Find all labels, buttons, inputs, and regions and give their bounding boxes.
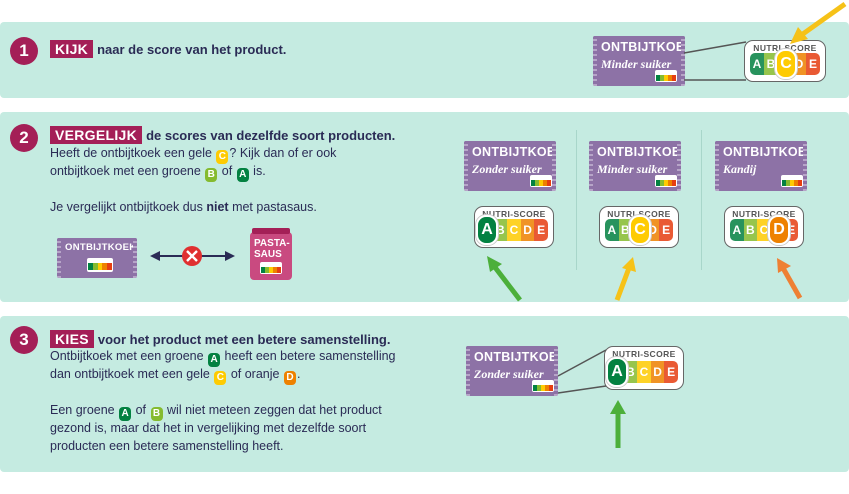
step-3-line-3: Een groene A of B wil niet meteen zeggen… xyxy=(50,403,382,421)
mini-nutriscore xyxy=(655,70,677,82)
step-2-keyword: VERGELIJK xyxy=(50,126,143,144)
step-2-line-1: Heeft de ontbijtkoek een gele C? Kijk da… xyxy=(50,146,337,164)
grade-c-chip: C xyxy=(216,150,229,164)
pasta-sauce-label: PASTA-SAUS xyxy=(254,238,290,260)
step-1-number: 1 xyxy=(10,37,38,65)
step-2-number: 2 xyxy=(10,124,38,152)
package-subtitle: Zonder suiker xyxy=(474,367,544,381)
package-title: ONTBIJTKOEK xyxy=(601,40,685,54)
package-title: ONTBIJTKOEK xyxy=(723,145,807,159)
nutriscore-label: NUTRI-SCORE xyxy=(732,209,796,219)
nutriscore-label: NUTRI-SCORE xyxy=(612,349,676,359)
mini-nutriscore xyxy=(655,175,677,187)
step-1-nutriscore: NUTRI-SCORE A B D E C xyxy=(744,40,826,82)
package-subtitle: Zonder suiker xyxy=(472,162,542,176)
mini-nutriscore xyxy=(532,380,554,392)
step-3-keyword: KIES xyxy=(50,330,94,348)
step-2-line-2: ontbijtkoek met een groene B of A is. xyxy=(50,164,266,182)
step-3-panel xyxy=(0,316,849,472)
highlighted-grade: A xyxy=(476,215,498,245)
highlighted-grade: C xyxy=(775,49,797,79)
nutriscore-label: NUTRI-SCORE xyxy=(607,209,671,219)
nutriscore-label: NUTRI-SCORE xyxy=(753,43,817,53)
nutriscore-bar: A B D E xyxy=(750,53,820,75)
grade-e: E xyxy=(806,53,820,75)
highlighted-grade: C xyxy=(629,215,651,245)
step-1-text: naar de score van het product. xyxy=(97,42,287,57)
package-subtitle: Kandij xyxy=(723,162,757,176)
step-3-line-2: dan ontbijtkoek met een gele C of oranje… xyxy=(50,367,301,385)
mini-nutriscore xyxy=(781,175,803,187)
grade-a: A xyxy=(750,53,764,75)
step-3-line-5: producten een betere samenstelling heeft… xyxy=(50,439,284,453)
column-divider xyxy=(576,130,577,270)
step-3-heading-text: voor het product met een betere samenste… xyxy=(97,332,391,347)
step-1-keyword: KIJK xyxy=(50,40,94,58)
pasta-sauce-jar: PASTA-SAUS xyxy=(250,228,292,280)
package-subtitle: Minder suiker xyxy=(597,162,668,176)
mini-nutriscore xyxy=(530,175,552,187)
step-1-panel xyxy=(0,22,849,98)
grade-a-chip: A xyxy=(236,168,249,182)
column-divider xyxy=(701,130,702,270)
compare-cake-package: ONTBIJTKOEK xyxy=(57,238,137,278)
step-2-heading-text: de scores van dezelfde soort producten. xyxy=(146,128,396,143)
highlighted-grade: A xyxy=(606,357,628,387)
compare-cake-title: ONTBIJTKOEK xyxy=(65,242,137,253)
package-title: ONTBIJTKOEK xyxy=(472,145,556,159)
package-title: ONTBIJTKOEK xyxy=(474,350,558,364)
step-3-line-4: gezond is, maar dat het in vergelijking … xyxy=(50,421,367,435)
highlighted-grade: D xyxy=(768,215,790,245)
product-3-package: ONTBIJTKOEK Kandij xyxy=(715,141,807,191)
step-3-number: 3 xyxy=(10,326,38,354)
mini-nutriscore xyxy=(260,262,282,274)
product-2-package: ONTBIJTKOEK Minder suiker xyxy=(589,141,681,191)
product-1-package: ONTBIJTKOEK Zonder suiker xyxy=(464,141,556,191)
step-1-package: ONTBIJTKOEK Minder suiker xyxy=(593,36,685,86)
step-3-package: ONTBIJTKOEK Zonder suiker xyxy=(466,346,558,396)
package-subtitle: Minder suiker xyxy=(601,57,672,71)
step-2-line-3: Je vergelijkt ontbijtkoek dus niet met p… xyxy=(50,200,317,214)
grade-b: B xyxy=(764,53,778,75)
grade-b-chip: B xyxy=(205,168,218,182)
nutriscore-label: NUTRI-SCORE xyxy=(482,209,546,219)
step-3-line-1: Ontbijtkoek met een groene A heeft een b… xyxy=(50,349,396,367)
mini-nutriscore xyxy=(87,258,113,272)
package-title: ONTBIJTKOEK xyxy=(597,145,681,159)
